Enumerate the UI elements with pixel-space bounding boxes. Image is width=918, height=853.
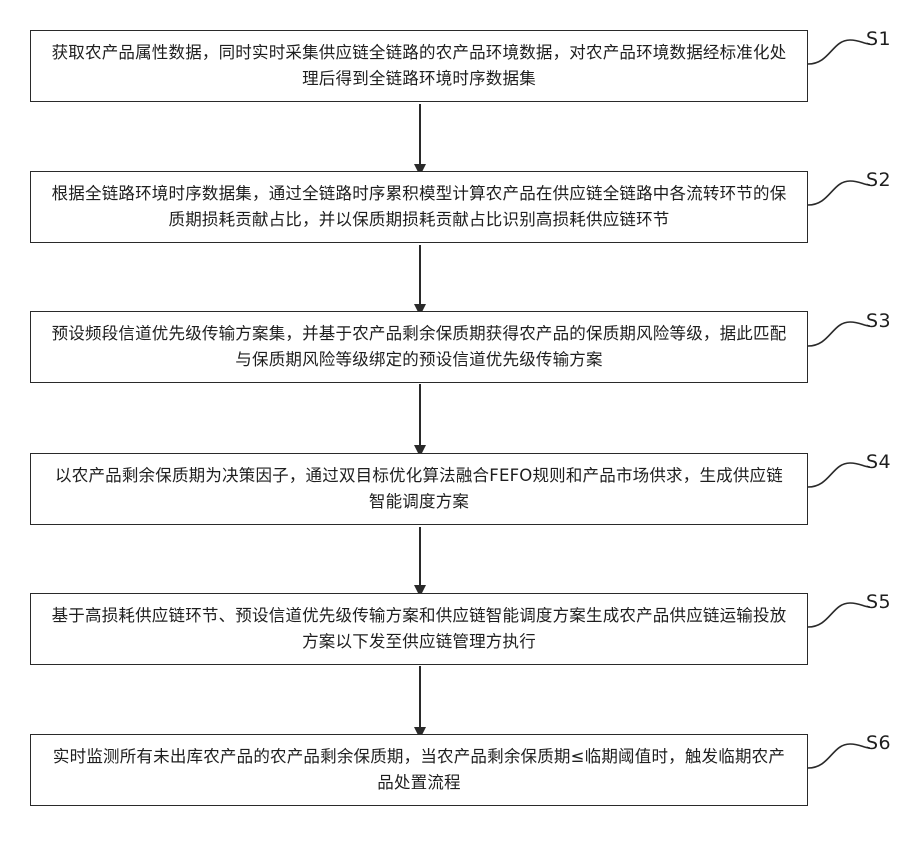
- leader-s3: [808, 322, 870, 346]
- step-box-s5: 基于高损耗供应链环节、预设信道优先级传输方案和供应链智能调度方案生成农产品供应链…: [30, 593, 808, 665]
- step-label-s5: S5: [866, 591, 891, 613]
- leader-s2: [808, 181, 870, 205]
- leader-s4: [808, 463, 870, 487]
- step-text-s6: 实时监测所有未出库农产品的农产品剩余保质期，当农产品剩余保质期≤临期阈值时，触发…: [47, 744, 791, 796]
- step-text-s4: 以农产品剩余保质期为决策因子，通过双目标优化算法融合FEFO规则和产品市场供求，…: [47, 463, 791, 515]
- step-box-s6: 实时监测所有未出库农产品的农产品剩余保质期，当农产品剩余保质期≤临期阈值时，触发…: [30, 734, 808, 806]
- step-box-s1: 获取农产品属性数据，同时实时采集供应链全链路的农产品环境数据，对农产品环境数据经…: [30, 30, 808, 102]
- step-label-s2: S2: [866, 169, 891, 191]
- step-label-s6: S6: [866, 732, 891, 754]
- step-label-s1: S1: [866, 28, 891, 50]
- step-text-s2: 根据全链路环境时序数据集，通过全链路时序累积模型计算农产品在供应链全链路中各流转…: [47, 181, 791, 233]
- step-box-s4: 以农产品剩余保质期为决策因子，通过双目标优化算法融合FEFO规则和产品市场供求，…: [30, 453, 808, 525]
- step-text-s1: 获取农产品属性数据，同时实时采集供应链全链路的农产品环境数据，对农产品环境数据经…: [47, 40, 791, 92]
- step-label-s3: S3: [866, 310, 891, 332]
- step-box-s2: 根据全链路环境时序数据集，通过全链路时序累积模型计算农产品在供应链全链路中各流转…: [30, 171, 808, 243]
- step-text-s3: 预设频段信道优先级传输方案集，并基于农产品剩余保质期获得农产品的保质期风险等级，…: [47, 321, 791, 373]
- leader-s1: [808, 40, 870, 64]
- step-text-s5: 基于高损耗供应链环节、预设信道优先级传输方案和供应链智能调度方案生成农产品供应链…: [47, 603, 791, 655]
- leader-s6: [808, 744, 870, 768]
- step-label-s4: S4: [866, 451, 891, 473]
- step-box-s3: 预设频段信道优先级传输方案集，并基于农产品剩余保质期获得农产品的保质期风险等级，…: [30, 311, 808, 383]
- leader-s5: [808, 603, 870, 627]
